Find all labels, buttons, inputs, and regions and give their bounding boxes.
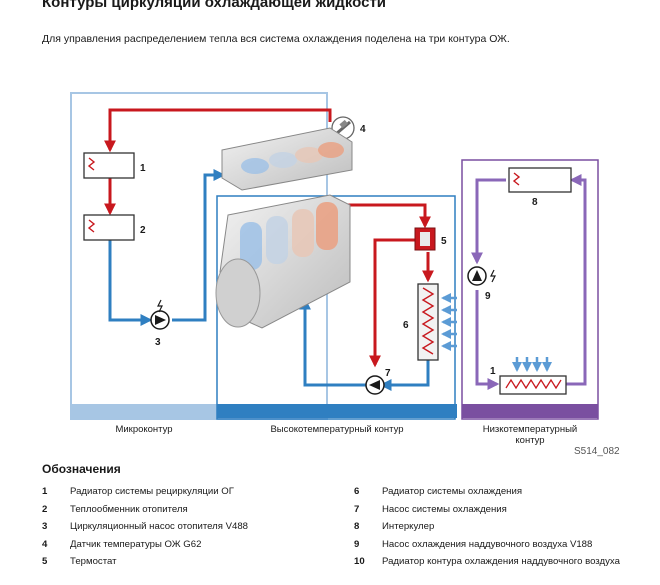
micro-circuit-label: Микроконтур [115,424,173,435]
high-circuit-frame [216,195,457,420]
legend-text: Датчик температуры ОЖ G62 [70,538,202,550]
low-circuit-label: Низкотемпературный контур [482,424,578,446]
component-number-5: 5 [441,236,447,247]
legend-number: 2 [42,503,48,515]
charge-air-airflow-arrows [512,357,552,372]
legend-text: Радиатор контура охлаждения наддувочного… [382,556,620,567]
legend-item: 6 Радиатор системы охлаждения [354,486,620,504]
legend-number: 8 [354,521,360,532]
legend-item: 9 Насос охлаждения наддувочного воздуха V… [354,539,620,557]
main-radiator [417,283,439,361]
component-number-3: 3 [155,337,161,348]
legend-number: 9 [354,538,360,550]
legend-number: 6 [354,486,360,497]
component-number-4: 4 [360,124,366,135]
cooling-diagram: 1 2 3 4 5 6 7 8 9 1 [70,92,599,420]
legend-number: 5 [42,556,48,567]
component-number-6: 6 [403,320,409,331]
legend-item: 10 Радиатор контура охлаждения наддувочно… [354,556,620,574]
cylinder-head [221,127,353,191]
legend-text: Теплообменник отопителя [70,503,188,515]
micro-circuit-pipes [104,108,332,326]
legend-item: 5 Термостат [42,556,248,574]
heater-pump [150,299,170,330]
legend-heading: Обозначения [42,462,121,476]
legend-number: 10 [354,556,365,567]
page-title: Контуры циркуляции охлаждающей жидкости [42,0,387,11]
legend-number: 1 [42,486,48,497]
low-circuit-pipes [471,174,587,390]
component-number-8: 8 [532,197,538,208]
legend-text: Радиатор системы рециркуляции ОГ [70,486,234,497]
component-number-10: 1 [490,366,496,377]
legend-text: Насос охлаждения наддувочного воздуха V1… [382,538,593,550]
intercooler [508,167,572,193]
low-circuit-frame [461,159,599,420]
legend-text: Интеркулер [382,521,435,532]
component-number-7: 7 [385,368,391,379]
coolant-pump [365,375,385,395]
radiator-airflow-arrows [441,293,457,351]
heater-heat-exchanger [83,214,135,241]
legend-number: 7 [354,503,360,515]
legend-item: 4 Датчик температуры ОЖ G62 [42,539,248,557]
egr-radiator [83,152,135,179]
component-number-1: 1 [140,163,146,174]
page-subtitle: Для управления распределением тепла вся … [42,33,510,45]
legend-text: Циркуляционный насос отопителя V488 [70,521,248,532]
legend-right-column: 6 Радиатор системы охлаждения 7 Насос сист… [354,486,620,574]
legend-text: Термостат [70,556,117,567]
high-circuit-pipes [299,203,434,391]
engine-block [215,194,351,329]
legend-number: 4 [42,538,48,550]
high-circuit-label: Высокотемпературный контур [270,424,404,435]
charge-air-pump [467,266,496,286]
legend-number: 3 [42,521,48,532]
legend-text: Насос системы охлаждения [382,503,507,515]
component-number-2: 2 [140,225,146,236]
charge-air-radiator [499,375,567,395]
component-number-9: 9 [485,291,491,302]
legend-left-column: 1 Радиатор системы рециркуляции ОГ 2 Тепло… [42,486,248,574]
legend-item: 3 Циркуляционный насос отопителя V488 [42,521,248,539]
legend-item: 2 Теплообменник отопителя [42,504,248,522]
thermostat [414,227,436,251]
figure-code: S514_082 [574,446,620,457]
legend-item: 1 Радиатор системы рециркуляции ОГ [42,486,248,504]
legend-item: 7 Насос системы охлаждения [354,504,620,522]
legend-item: 8 Интеркулер [354,521,620,539]
legend-text: Радиатор системы охлаждения [382,486,523,497]
